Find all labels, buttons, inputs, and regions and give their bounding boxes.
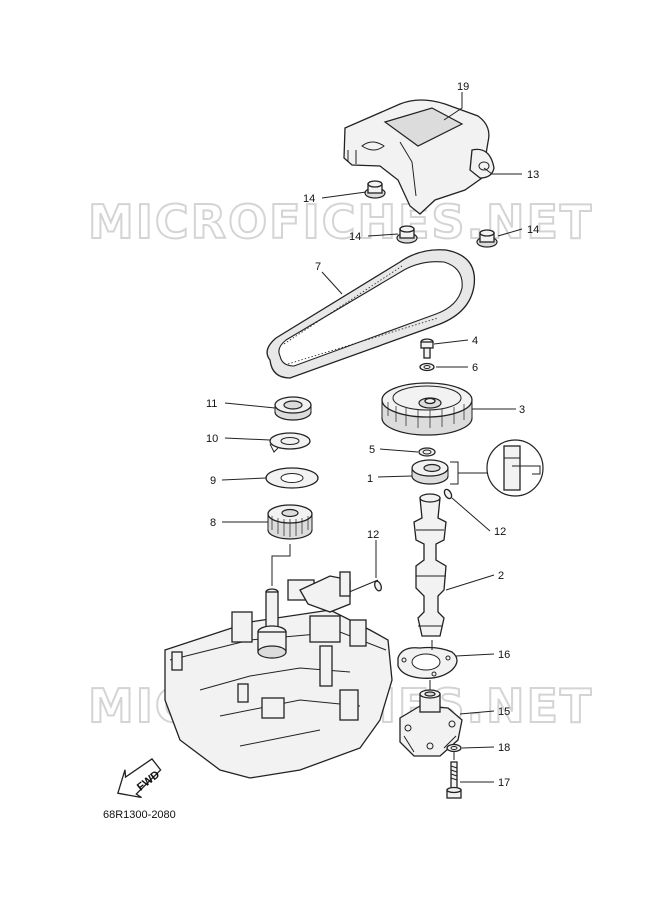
- callout-leaders: [221, 92, 523, 783]
- callout-1: 1: [367, 473, 373, 485]
- callout-14a: 14: [303, 193, 315, 205]
- callout-6: 6: [472, 362, 478, 374]
- grommet-right: [476, 229, 498, 248]
- flange-washer: [269, 432, 311, 453]
- callout-8: 8: [210, 517, 216, 529]
- pump-bolt: [446, 761, 462, 799]
- callout-15: 15: [498, 706, 510, 718]
- timing-belt: [266, 249, 476, 379]
- callout-14c: 14: [527, 224, 539, 236]
- camshaft-oil-seal: [411, 459, 449, 485]
- callout-18: 18: [498, 742, 510, 754]
- engine-block: [164, 571, 393, 779]
- dowel-pin-upper: [443, 488, 453, 500]
- callout-17: 17: [498, 777, 510, 789]
- oil-pump: [399, 689, 463, 757]
- drive-pulley: [267, 504, 313, 540]
- camshaft: [413, 493, 447, 637]
- callout-5: 5: [369, 444, 375, 456]
- oil-pump-gasket: [397, 646, 458, 679]
- forward-arrow-icon: [117, 758, 162, 799]
- grommet-left: [364, 180, 386, 199]
- callout-4: 4: [472, 335, 478, 347]
- seal-detail-inset: [458, 439, 544, 497]
- o-ring: [418, 447, 436, 457]
- callout-labels: 19 13 14 14 14 7 4 6 3 5 1 11 10 9 8 12 …: [206, 81, 539, 789]
- guide-plate: [265, 467, 319, 489]
- callout-12a: 12: [367, 529, 379, 541]
- sprocket-bolt: [420, 338, 434, 359]
- callout-11: 11: [206, 398, 217, 410]
- callout-19: 19: [457, 81, 469, 93]
- grommet-middle: [396, 225, 418, 244]
- callout-2: 2: [498, 570, 504, 582]
- callout-13: 13: [527, 169, 539, 181]
- timing-belt-cover: [343, 99, 495, 215]
- driven-pulley: [381, 382, 473, 436]
- callout-10: 10: [206, 433, 218, 445]
- callout-3: 3: [519, 404, 525, 416]
- callout-12b: 12: [494, 526, 506, 538]
- watermark-top: MICROFICHES.NET: [88, 195, 593, 249]
- callout-7: 7: [315, 261, 321, 273]
- pump-washer: [446, 743, 462, 753]
- seal-detail-bracket: [450, 461, 459, 485]
- crank-oil-seal: [274, 396, 312, 421]
- callout-16: 16: [498, 649, 510, 661]
- sprocket-washer: [419, 362, 435, 372]
- callout-14b: 14: [349, 231, 361, 243]
- callout-9: 9: [210, 475, 216, 487]
- diagram-code: 68R1300-2080: [103, 809, 176, 821]
